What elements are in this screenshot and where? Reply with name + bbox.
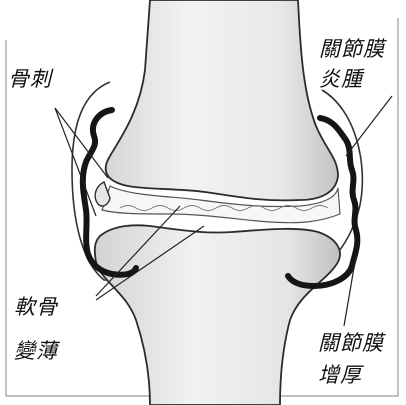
label-cartilage-line1: 軟骨 — [14, 294, 58, 320]
tibia-bone — [95, 225, 340, 405]
label-cartilage-line2: 變薄 — [14, 338, 58, 364]
femur-bone — [106, 0, 338, 200]
leader-synovitis — [346, 96, 392, 156]
label-osteophyte: 骨刺 — [8, 66, 52, 92]
osteophyte-left — [95, 182, 110, 206]
label-synovitis-line1: 關節膜 — [319, 36, 385, 62]
label-thickening-line1: 關節膜 — [318, 330, 384, 356]
leader-osteophyte-b — [55, 108, 96, 216]
label-synovitis-line2: 炎腫 — [319, 66, 363, 92]
label-thickening-line2: 增厚 — [318, 362, 362, 388]
